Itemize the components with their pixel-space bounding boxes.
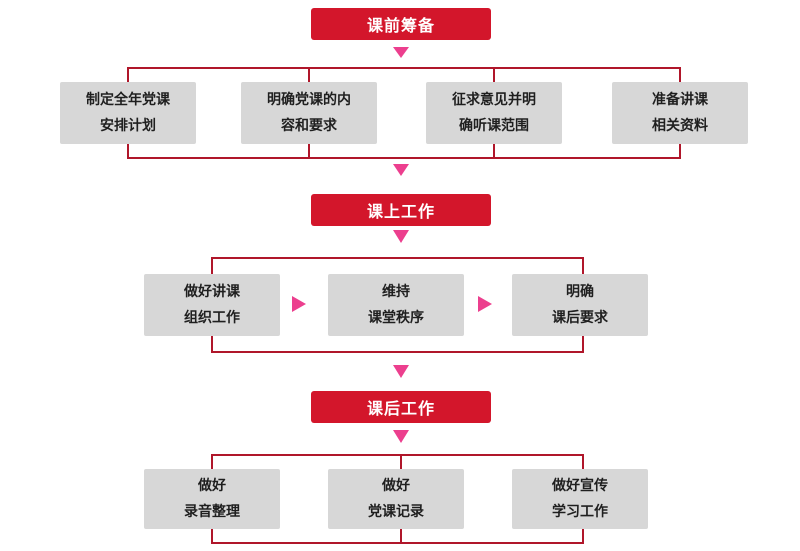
step-after-class-requirements: 明确课后要求 xyxy=(512,274,648,336)
step-line: 做好讲课 xyxy=(184,284,240,300)
arrow-down-2 xyxy=(393,164,409,176)
step-recording-transcript: 做好录音整理 xyxy=(144,469,280,529)
bracket-top-1 xyxy=(127,67,681,82)
step-class-order: 维持课堂秩序 xyxy=(328,274,464,336)
step-content-requirements: 明确党课的内容和要求 xyxy=(241,82,377,144)
bracket-bottom-1 xyxy=(127,144,681,159)
bracket-bottom-2 xyxy=(211,336,584,353)
step-line: 维持 xyxy=(382,284,410,300)
step-annual-plan: 制定全年党课安排计划 xyxy=(60,82,196,144)
step-lecture-notes: 做好党课记录 xyxy=(328,469,464,529)
phase-title-post-class: 课后工作 xyxy=(311,391,491,423)
step-publicity-study: 做好宣传学习工作 xyxy=(512,469,648,529)
step-prepare-materials: 准备讲课相关资料 xyxy=(612,82,748,144)
step-line: 学习工作 xyxy=(552,504,608,520)
step-line: 录音整理 xyxy=(184,504,240,520)
arrow-right-1 xyxy=(292,296,306,312)
step-line: 相关资料 xyxy=(652,118,708,134)
arrow-down-1 xyxy=(393,47,409,58)
step-line: 安排计划 xyxy=(100,118,156,134)
step-line: 制定全年党课 xyxy=(86,92,170,108)
step-line: 做好 xyxy=(382,478,410,494)
arrow-down-4 xyxy=(393,365,409,378)
bracket-top-2 xyxy=(211,257,584,274)
step-organize-lecture: 做好讲课组织工作 xyxy=(144,274,280,336)
arrow-right-2 xyxy=(478,296,492,312)
step-line: 做好 xyxy=(198,478,226,494)
step-line: 组织工作 xyxy=(184,310,240,326)
step-line: 准备讲课 xyxy=(652,92,708,108)
bracket-top-3 xyxy=(211,454,584,469)
bracket-bottom-3 xyxy=(211,529,584,544)
step-line: 容和要求 xyxy=(281,118,337,134)
step-line: 党课记录 xyxy=(368,504,424,520)
step-line: 确听课范围 xyxy=(459,118,529,134)
phase-title-in-class: 课上工作 xyxy=(311,194,491,226)
step-line: 征求意见并明 xyxy=(452,92,536,108)
step-line: 做好宣传 xyxy=(552,478,608,494)
step-line: 课后要求 xyxy=(552,310,608,326)
arrow-down-3 xyxy=(393,230,409,243)
step-line: 明确 xyxy=(566,284,594,300)
phase-title-pre-class: 课前筹备 xyxy=(311,8,491,40)
step-line: 课堂秩序 xyxy=(368,310,424,326)
step-line: 明确党课的内 xyxy=(267,92,351,108)
arrow-down-5 xyxy=(393,430,409,443)
step-audience-scope: 征求意见并明确听课范围 xyxy=(426,82,562,144)
